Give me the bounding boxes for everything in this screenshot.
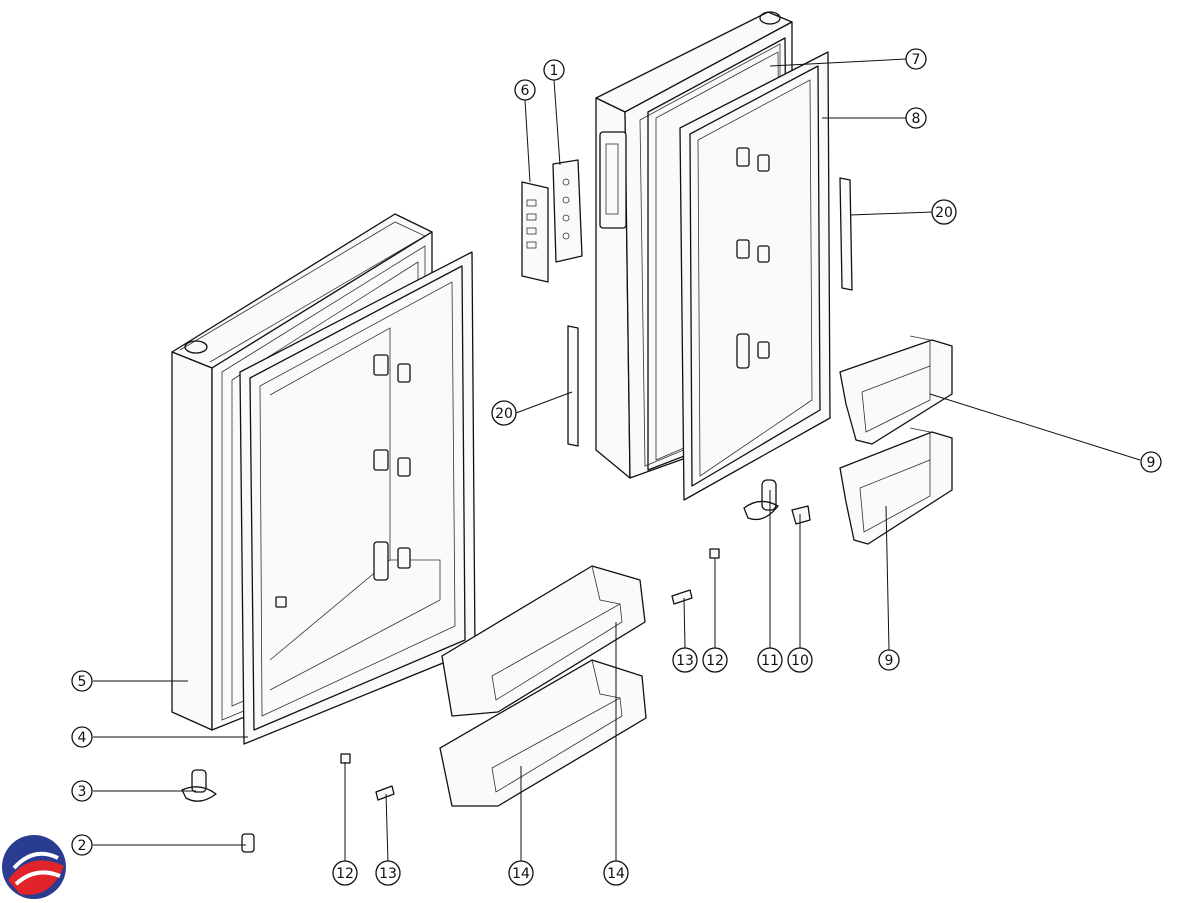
svg-text:5: 5 — [78, 674, 87, 690]
callout-12-upper: 12 — [702, 647, 728, 673]
door-bin-long-upper — [441, 565, 646, 717]
callout-12-lower: 12 — [332, 860, 358, 886]
callout-9-top: 9 — [1140, 451, 1162, 473]
door-bin-upper-right — [839, 335, 953, 445]
svg-text:9: 9 — [885, 653, 894, 669]
hinge-part-3 — [181, 769, 217, 802]
svg-text:3: 3 — [78, 784, 87, 800]
hinge-pin-part-2 — [241, 833, 255, 853]
callout-2: 2 — [71, 834, 93, 856]
svg-text:12: 12 — [336, 866, 354, 882]
callout-20-right: 20 — [931, 199, 957, 225]
svg-text:9: 9 — [1147, 455, 1156, 471]
callout-11: 11 — [757, 647, 783, 673]
seal-strip-left — [567, 325, 579, 447]
callout-10: 10 — [787, 647, 813, 673]
svg-text:20: 20 — [935, 205, 953, 221]
control-board — [552, 159, 583, 263]
stopper-part-12-upper — [709, 548, 720, 559]
callout-3: 3 — [71, 780, 93, 802]
svg-text:13: 13 — [379, 866, 397, 882]
stopper-part-12-lower — [340, 753, 351, 764]
svg-text:14: 14 — [512, 866, 530, 882]
svg-text:8: 8 — [912, 111, 921, 127]
svg-text:7: 7 — [912, 52, 921, 68]
svg-text:1: 1 — [550, 63, 559, 79]
svg-text:20: 20 — [495, 406, 513, 422]
svg-text:10: 10 — [791, 653, 809, 669]
svg-text:11: 11 — [761, 653, 779, 669]
callout-14-right: 14 — [603, 860, 629, 886]
door-bin-lower-right — [839, 427, 953, 545]
bracket-part-10 — [791, 505, 811, 525]
hinge-part-11 — [743, 479, 779, 521]
right-door-inner-frame — [679, 51, 831, 501]
callout-1: 1 — [543, 59, 565, 81]
door-bin-long-lower — [439, 659, 647, 807]
callout-20-left: 20 — [491, 400, 517, 426]
clip-part-13-upper — [671, 589, 693, 605]
callout-4: 4 — [71, 726, 93, 748]
svg-text:4: 4 — [78, 730, 87, 746]
callout-13-upper: 13 — [672, 647, 698, 673]
callout-6: 6 — [514, 79, 536, 101]
seal-strip-right — [839, 177, 853, 291]
callout-5: 5 — [71, 670, 93, 692]
svg-text:13: 13 — [676, 653, 694, 669]
callout-14-left: 14 — [508, 860, 534, 886]
clip-part-13-lower — [375, 785, 395, 801]
leader-lines — [93, 58, 1141, 863]
control-panel-label — [521, 181, 549, 283]
callout-9-bottom: 9 — [878, 649, 900, 671]
svg-text:6: 6 — [521, 83, 530, 99]
callout-7: 7 — [905, 48, 927, 70]
svg-text:2: 2 — [78, 838, 87, 854]
svg-text:12: 12 — [706, 653, 724, 669]
svg-text:14: 14 — [607, 866, 625, 882]
brand-logo-icon — [2, 835, 66, 899]
callout-8: 8 — [905, 107, 927, 129]
callout-13-lower: 13 — [375, 860, 401, 886]
